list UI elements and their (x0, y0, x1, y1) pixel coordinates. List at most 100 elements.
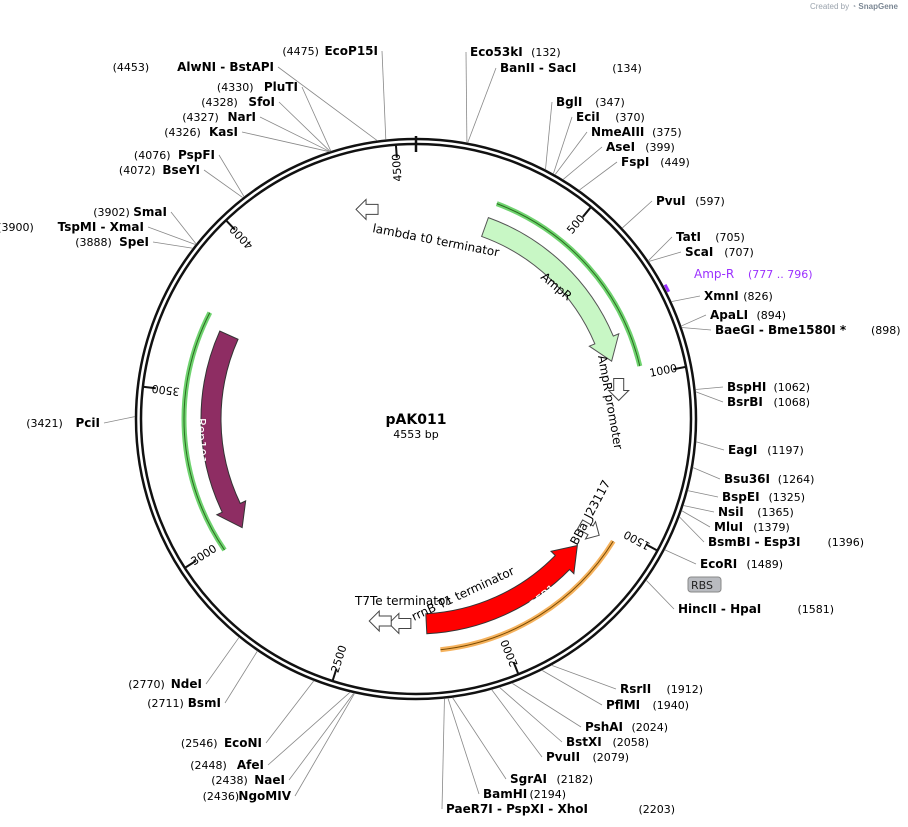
site-pos: (1396) (828, 536, 865, 549)
site-ecori[interactable]: EcoRI(1489) (700, 557, 783, 571)
site-tati[interactable]: TatI(705) (676, 230, 745, 244)
site-pos: (4072) (119, 164, 156, 177)
site-nmeaiii[interactable]: NmeAIII(375) (591, 125, 682, 139)
site-leader (205, 637, 240, 685)
site-leader (452, 697, 507, 780)
site-asei[interactable]: AseI (399) (606, 140, 675, 154)
site-fspi[interactable]: FspI(449) (621, 155, 690, 169)
site-ecop15i[interactable]: EcoP15I(4475) (282, 44, 378, 58)
site-pos: (1197) (767, 444, 804, 457)
site-pos: (1062) (774, 381, 811, 394)
site-leader-lines (103, 50, 725, 810)
site-pos: (1940) (653, 699, 690, 712)
tick-mark (331, 668, 338, 681)
ampr-promoter-arrow (607, 377, 630, 402)
site-leader (278, 101, 331, 152)
site-leader (294, 693, 355, 797)
site-ngomiv[interactable]: NgoMIV(2436) (203, 789, 292, 803)
site-pflmi[interactable]: PflMI(1940) (606, 698, 689, 712)
site-xmni[interactable]: XmnI(826) (704, 289, 773, 303)
tick-mark (582, 207, 592, 218)
site-pcii[interactable]: PciI(3421) (26, 416, 100, 430)
primer-mark (663, 284, 671, 293)
site-ndei[interactable]: NdeI(2770) (128, 677, 202, 691)
site-eco53ki[interactable]: Eco53kI(132) (470, 45, 561, 59)
site-pos: (2711) (147, 697, 184, 710)
site-bsrbi[interactable]: BsrBI(1068) (727, 395, 810, 409)
site-nari[interactable]: NarI(4327) (182, 110, 256, 124)
site-leader (648, 251, 682, 262)
site-name: EcoNI (224, 736, 262, 750)
site-pos: (4326) (164, 126, 201, 139)
site-pvuii[interactable]: PvuII(2079) (546, 750, 629, 764)
site-pos: (399) (645, 141, 675, 154)
site-name: MluI (714, 520, 743, 534)
site-pvui[interactable]: PvuI(597) (656, 194, 725, 208)
site-leader (467, 67, 497, 143)
site-pspfi[interactable]: PspFI(4076) (134, 148, 215, 162)
site-pluti[interactable]: PluTI(4330) (217, 80, 298, 94)
site-naei[interactable]: NaeI(2438) (211, 773, 285, 787)
site-leader (645, 579, 675, 610)
site-spei[interactable]: SpeI(3888) (75, 235, 149, 249)
site-paer7i[interactable]: PaeR7I - PspXI - XhoI(2203) (446, 802, 675, 816)
site-name: TspMI - XmaI (58, 220, 144, 234)
site-scai[interactable]: ScaI(707) (685, 245, 754, 259)
site-kasi[interactable]: KasI(4326) (164, 125, 238, 139)
site-name: ScaI (685, 245, 713, 259)
site-eagi[interactable]: EagI (1197) (728, 443, 804, 457)
tick-mark (512, 661, 519, 674)
site-leader (511, 682, 582, 728)
site-econi[interactable]: EcoNI(2546) (181, 736, 262, 750)
site-sgrai[interactable]: SgrAI(2182) (510, 772, 593, 786)
site-bseyi[interactable]: BseYI(4072) (119, 163, 200, 177)
site-smai[interactable]: SmaI(3902) (93, 205, 167, 219)
site-pos: (3421) (26, 417, 63, 430)
site-alwni[interactable]: AlwNI - BstAPI(4453) (113, 60, 274, 74)
credit-prefix: Created by (809, 2, 850, 11)
site-apali[interactable]: ApaLI(894) (710, 308, 786, 322)
site-leader (695, 391, 724, 403)
site-rsrii[interactable]: RsrII(1912) (620, 682, 703, 696)
site-mlui[interactable]: MluI(1379) (714, 520, 790, 534)
site-pos: (1264) (778, 473, 815, 486)
site-name: TatI (676, 230, 701, 244)
site-name: BspEI (722, 490, 760, 504)
site-bstxi[interactable]: BstXI(2058) (566, 735, 649, 749)
tick-label: 4500 (390, 153, 405, 182)
site-name: PvuI (656, 194, 686, 208)
site-tspmi[interactable]: TspMI - XmaI(3900) (0, 220, 144, 234)
tick-mark (225, 220, 236, 231)
site-bsu36i[interactable]: Bsu36I(1264) (724, 472, 814, 486)
site-afei[interactable]: AfeI(2448) (190, 758, 264, 772)
site-pos: (4453) (113, 61, 150, 74)
site-name: EagI (728, 443, 757, 457)
site-bgli[interactable]: BglI(347) (556, 95, 625, 109)
site-bspei[interactable]: BspEI(1325) (722, 490, 805, 504)
tick-label: 1000 (648, 362, 678, 380)
lambda-label: lambda t0 terminator (371, 221, 500, 259)
site-pshai[interactable]: PshAI(2024) (585, 720, 668, 734)
site-leader (683, 505, 715, 513)
site-bsmbi[interactable]: BsmBI - Esp3I(1396) (708, 535, 864, 549)
tick-label: 3500 (151, 382, 180, 398)
tick-mark (394, 145, 398, 158)
site-sfoi[interactable]: SfoI(4328) (201, 95, 275, 109)
site-name: PaeR7I - PspXI - XhoI (446, 802, 588, 816)
site-hincii[interactable]: HincII - HpaI(1581) (678, 602, 834, 616)
site-name: HincII - HpaI (678, 602, 761, 616)
site-name: NmeAIII (591, 125, 644, 139)
site-pos: (1489) (747, 558, 784, 571)
site-bsphi[interactable]: BspHI(1062) (727, 380, 810, 394)
site-name: AseI (606, 140, 635, 154)
site-name: BsmI (188, 696, 221, 710)
site-bsmi[interactable]: BsmI (2711) (147, 696, 221, 710)
site-banii[interactable]: BanII - SacI(134) (500, 61, 642, 75)
site-baegi[interactable]: BaeGI - Bme1580I *(898) (715, 323, 901, 337)
site-pos: (2024) (632, 721, 669, 734)
site-nsii[interactable]: NsiI(1365) (718, 505, 794, 519)
site-pos: (4328) (201, 96, 238, 109)
site-bamhi[interactable]: BamHI(2194) (483, 787, 566, 801)
site-ecii[interactable]: EciI(370) (576, 110, 645, 124)
site-pos: (1365) (757, 506, 794, 519)
